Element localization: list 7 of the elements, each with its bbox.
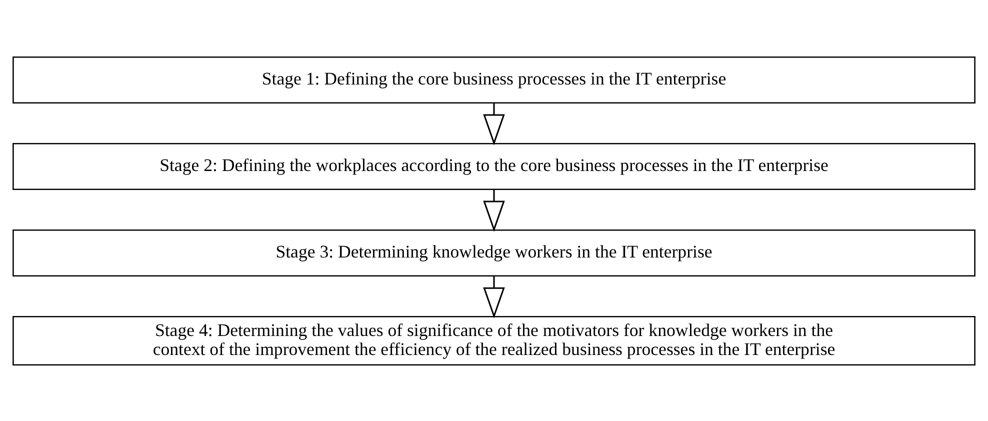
arrow (483, 189, 505, 232)
node-box: Stage 4: Determining the values of significance of the motivators for knowledge workers in the context of the improvement the efficiency of the realized business processes in the IT enterprise (12, 315, 976, 366)
node-box: Stage 1: Defining the core business processes in the IT enterprise (12, 56, 976, 104)
node-box: Stage 3: Determining knowledge workers in the IT enterprise (12, 228, 976, 276)
arrow (483, 102, 505, 145)
arrow (483, 276, 505, 318)
node-box: Stage 2: Defining the workplaces according to the core business processes in the IT enterprise (12, 142, 976, 190)
